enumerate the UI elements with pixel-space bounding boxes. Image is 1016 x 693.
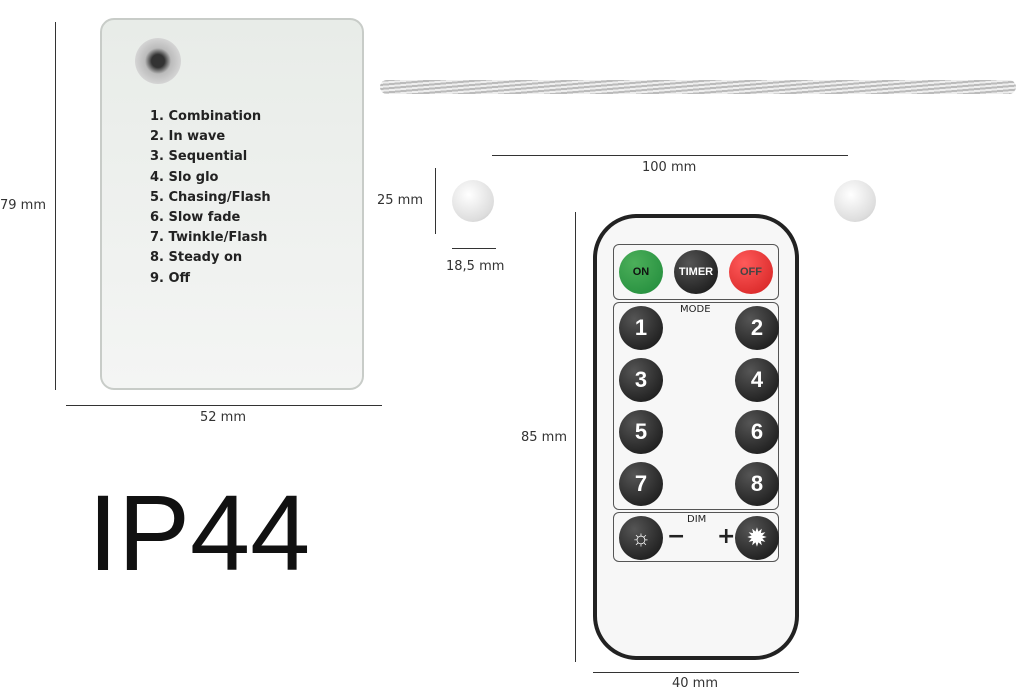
bulb <box>452 180 494 222</box>
ip-rating: IP44 <box>88 472 311 593</box>
timer-button[interactable]: TIMER <box>674 250 718 294</box>
mode-item: 4. Slo glo <box>150 169 219 185</box>
dim-up-button[interactable]: ✹ <box>735 516 779 560</box>
sun-icon: ✹ <box>747 525 767 550</box>
bulb-width-line <box>452 248 496 249</box>
mode-item: 8. Steady on <box>150 250 243 266</box>
mode-1-button[interactable]: 1 <box>619 306 663 350</box>
battery-box <box>100 18 364 390</box>
mode-item: 2. In wave <box>150 129 226 145</box>
width-dimension-line <box>66 405 382 406</box>
mode-7-button[interactable]: 7 <box>619 462 663 506</box>
mode-5-button[interactable]: 5 <box>619 410 663 454</box>
bulb-height-label: 25 mm <box>377 193 424 208</box>
remote-width-label: 40 mm <box>672 676 719 691</box>
off-button[interactable]: OFF <box>729 250 773 294</box>
remote-control: ON TIMER OFF MODE 1 2 3 4 5 6 7 8 DIM ☼ … <box>593 214 799 660</box>
mode-8-button[interactable]: 8 <box>735 462 779 506</box>
mode-3-button[interactable]: 3 <box>619 358 663 402</box>
plus-label: + <box>717 524 736 549</box>
light-wire <box>380 80 1016 94</box>
dim-down-button[interactable]: ☼ <box>619 516 663 560</box>
mode-6-button[interactable]: 6 <box>735 410 779 454</box>
spacing-label: 100 mm <box>642 160 697 175</box>
box-height-label: 79 mm <box>0 198 47 213</box>
sun-icon: ☼ <box>630 525 652 550</box>
minus-label: − <box>667 524 686 549</box>
mode-item: 5. Chasing/Flash <box>150 189 271 205</box>
bulb-height-line <box>435 168 436 234</box>
mode-item: 7. Twinkle/Flash <box>150 230 268 246</box>
mode-4-button[interactable]: 4 <box>735 358 779 402</box>
mode-label: MODE <box>680 304 711 315</box>
mode-list: 1. Combination 2. In wave 3. Sequential … <box>150 107 271 289</box>
dim-label: DIM <box>687 514 707 525</box>
bulb-width-label: 18,5 mm <box>446 259 505 274</box>
button-icon <box>135 38 181 84</box>
spacing-dimension-line <box>492 155 848 156</box>
mode-2-button[interactable]: 2 <box>735 306 779 350</box>
box-width-label: 52 mm <box>200 410 247 425</box>
on-button[interactable]: ON <box>619 250 663 294</box>
mode-item: 6. Slow fade <box>150 210 241 226</box>
mode-item: 9. Off <box>150 270 191 286</box>
mode-item: 1. Combination <box>150 109 262 124</box>
bulb <box>834 180 876 222</box>
remote-height-label: 85 mm <box>521 430 568 445</box>
mode-item: 3. Sequential <box>150 149 248 165</box>
remote-width-line <box>593 672 799 673</box>
remote-height-line <box>575 212 576 662</box>
power-group <box>613 244 779 300</box>
mode-group <box>613 302 779 510</box>
height-dimension-line <box>55 22 56 390</box>
